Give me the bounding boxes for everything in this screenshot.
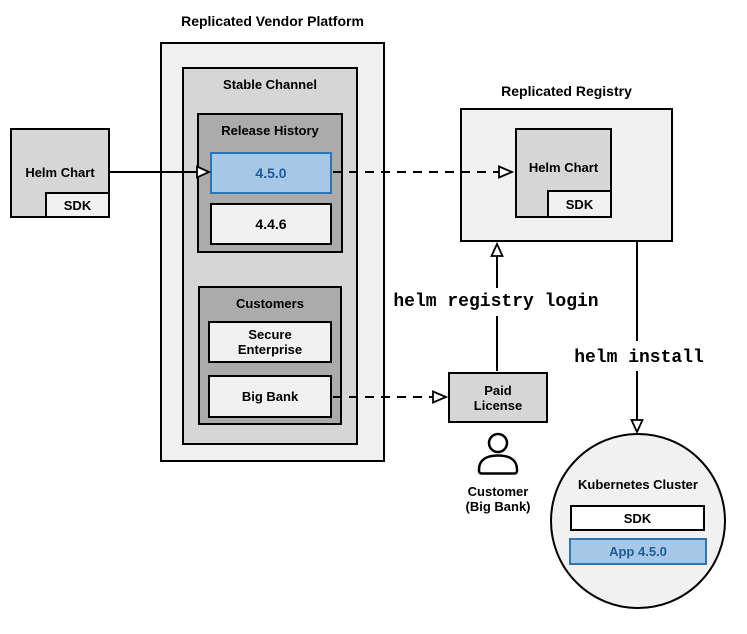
kubernetes-cluster-label: Kubernetes Cluster bbox=[578, 477, 698, 492]
registry-sdk-box: SDK bbox=[547, 190, 612, 218]
registry-sdk-label: SDK bbox=[565, 196, 594, 212]
command-registry-login: helm registry login bbox=[393, 292, 599, 312]
customer-secure-enterprise-label: Secure Enterprise bbox=[237, 327, 303, 357]
command-helm-install: helm install bbox=[574, 348, 704, 368]
release-4-5-0-label: 4.5.0 bbox=[255, 164, 287, 181]
registry-helm-chart-label: Helm Chart bbox=[528, 159, 599, 175]
stable-channel-label: Stable Channel bbox=[223, 77, 317, 92]
customers-label: Customers bbox=[236, 296, 304, 311]
release-4-5-0: 4.5.0 bbox=[210, 152, 332, 194]
customer-big-bank-label: Big Bank bbox=[241, 389, 299, 404]
customer-secure-enterprise: Secure Enterprise bbox=[208, 321, 332, 363]
paid-license-label: Paid License bbox=[473, 382, 523, 413]
release-4-4-6: 4.4.6 bbox=[210, 203, 332, 245]
arrow-helm-install bbox=[630, 242, 644, 435]
customer-caption: Customer (Big Bank) bbox=[465, 484, 531, 514]
release-4-4-6-label: 4.4.6 bbox=[255, 215, 287, 232]
source-sdk-box: SDK bbox=[45, 192, 110, 218]
paid-license-box: Paid License bbox=[448, 372, 548, 423]
kubernetes-sdk-box: SDK bbox=[570, 505, 705, 531]
vendor-platform-title: Replicated Vendor Platform bbox=[181, 13, 364, 29]
kubernetes-app-label: App 4.5.0 bbox=[609, 544, 667, 559]
source-helm-chart-label: Helm Chart bbox=[25, 164, 95, 180]
customer-big-bank: Big Bank bbox=[208, 375, 332, 418]
source-sdk-label: SDK bbox=[63, 197, 92, 213]
registry-title: Replicated Registry bbox=[501, 83, 632, 99]
customer-person-icon bbox=[477, 432, 519, 475]
kubernetes-sdk-label: SDK bbox=[623, 510, 652, 526]
kubernetes-app-box: App 4.5.0 bbox=[569, 538, 707, 565]
release-history-label: Release History bbox=[221, 123, 319, 138]
